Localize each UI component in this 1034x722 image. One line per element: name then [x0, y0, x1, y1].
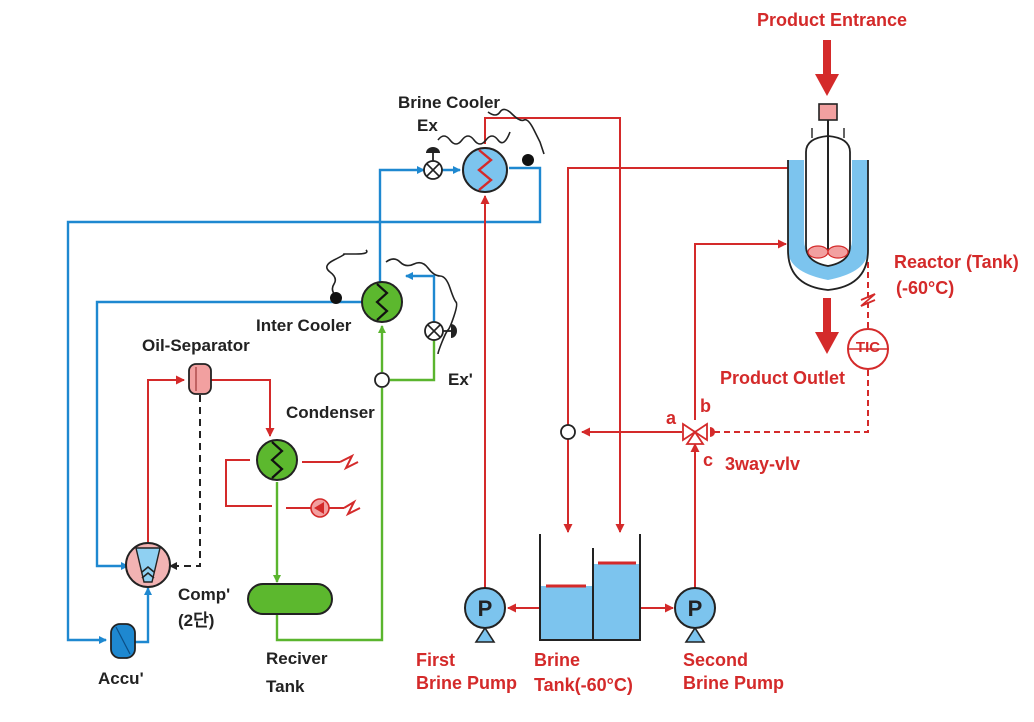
three-way-valve-label: 3way-vlv — [725, 454, 800, 474]
sensing-bulbs — [330, 154, 534, 304]
first-pump-symbol: P — [478, 596, 493, 621]
first-pump-label-2: Brine Pump — [416, 673, 517, 693]
compressor-stage-label: (2단) — [178, 611, 214, 630]
receiver-label: Reciver — [266, 649, 328, 668]
condenser — [256, 439, 298, 481]
brine-junction — [560, 424, 576, 440]
product-outlet-label: Product Outlet — [720, 368, 845, 388]
oil-separator — [188, 363, 212, 395]
first-pump-label: First — [416, 650, 455, 670]
accumulator-label: Accu' — [98, 669, 144, 688]
liquid-lines — [273, 325, 436, 642]
valve-port-c: c — [703, 450, 713, 470]
brine-cooler — [462, 147, 508, 193]
reactor-temp-label: (-60°C) — [896, 278, 954, 298]
brine-cooler-label: Brine Cooler — [398, 93, 500, 112]
reactor-label: Reactor (Tank) — [894, 252, 1019, 272]
inter-cooler — [361, 281, 403, 323]
control-signal-lines — [712, 262, 869, 433]
brine-cooler-ex-label: Ex — [417, 116, 438, 135]
cooling-water-pump — [310, 498, 330, 518]
receiver-tank — [247, 583, 333, 615]
brine-tank — [539, 534, 641, 641]
second-brine-pump — [674, 587, 716, 643]
second-pump-symbol: P — [688, 596, 703, 621]
ex-prime-label: Ex' — [448, 370, 473, 389]
first-brine-pump — [464, 587, 506, 643]
temperature-indicator-controller — [847, 328, 889, 370]
product-entrance-label: Product Entrance — [757, 10, 907, 30]
signal-break — [860, 293, 876, 307]
valve-port-b: b — [700, 396, 711, 416]
sensing-bulb-lines — [326, 108, 545, 355]
second-pump-label: Second — [683, 650, 748, 670]
compressor — [125, 542, 171, 588]
condenser-label: Condenser — [286, 403, 375, 422]
second-pump-label-2: Brine Pump — [683, 673, 784, 693]
tic-label: TIC — [856, 339, 880, 356]
accumulator — [110, 623, 136, 659]
brine-tank-temp-label: Tank(-60°C) — [534, 675, 633, 695]
valve-port-a: a — [666, 408, 677, 428]
reactor — [787, 103, 869, 291]
intercooler-expansion-valve — [424, 321, 457, 341]
compressor-label: Comp' — [178, 585, 230, 604]
oil-separator-label: Oil-Separator — [142, 336, 250, 355]
liquid-junction — [374, 372, 390, 388]
oil-return-line — [169, 395, 201, 570]
receiver-tank-label: Tank — [266, 677, 305, 696]
product-outlet-arrow — [815, 298, 839, 354]
inter-cooler-label: Inter Cooler — [256, 316, 352, 335]
brine-cooler-expansion-valve — [423, 147, 443, 180]
product-entrance-arrow — [815, 40, 839, 96]
brine-lines — [147, 117, 802, 613]
brine-tank-label: Brine — [534, 650, 580, 670]
three-way-valve — [682, 422, 715, 445]
